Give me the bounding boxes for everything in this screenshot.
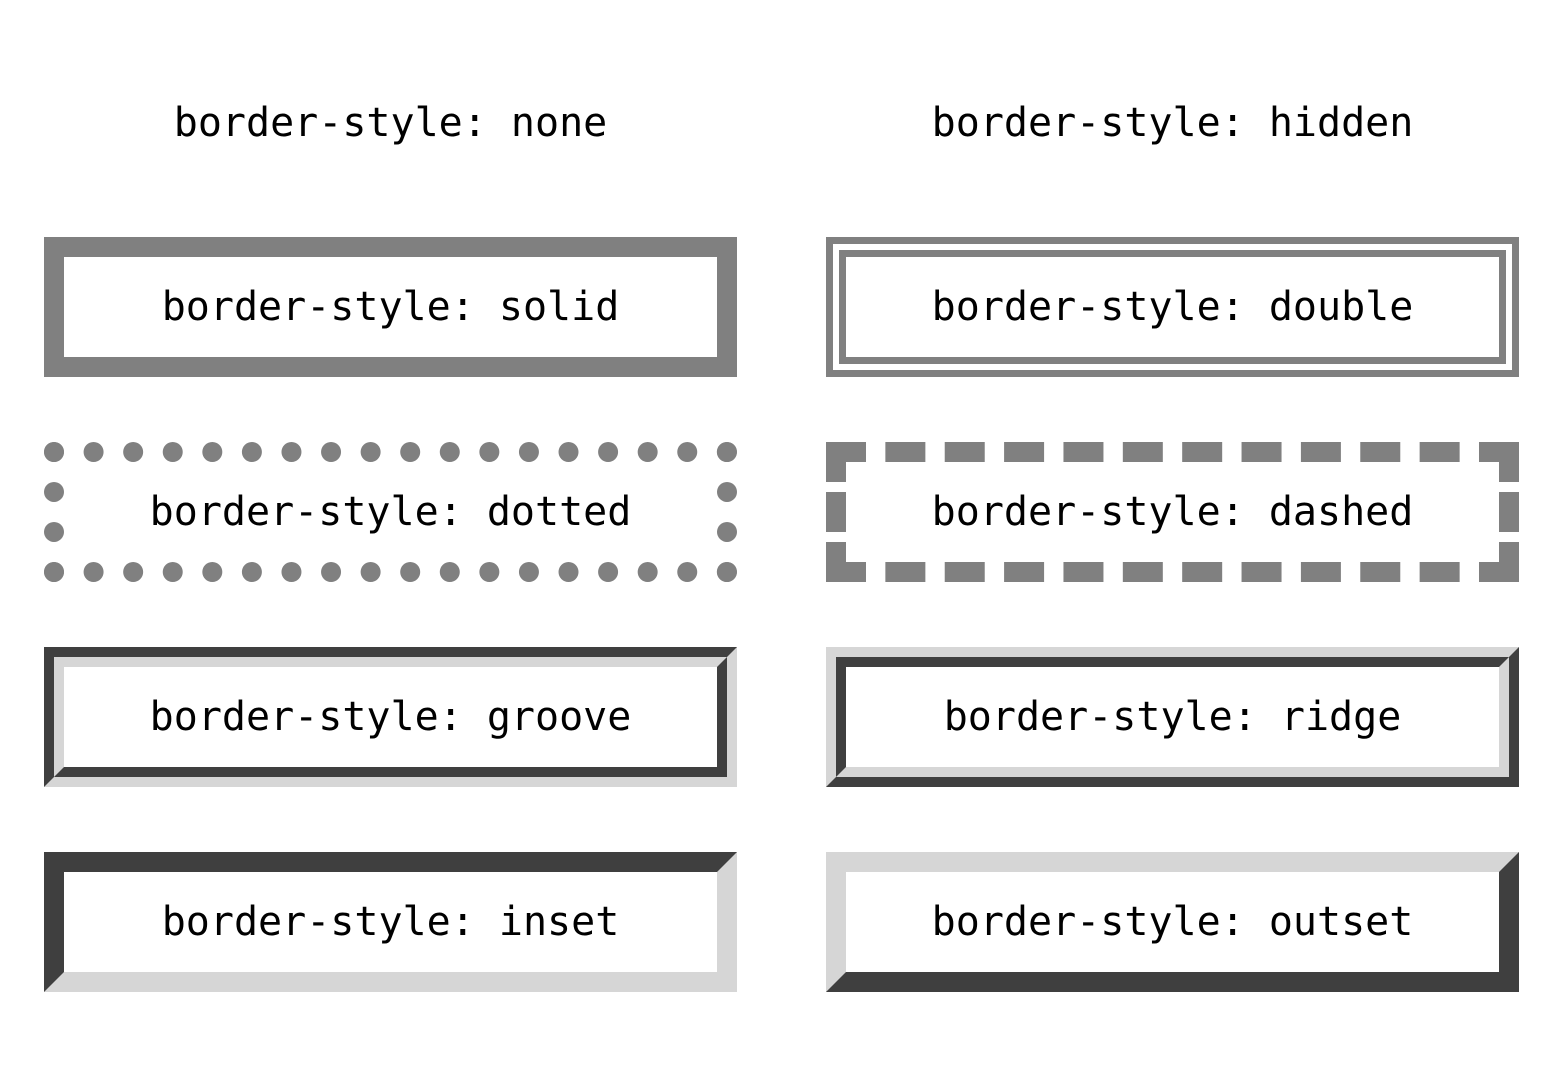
row-groove-ridge: border-style: groove border-style: ridge xyxy=(44,647,1519,787)
demo-box-double: border-style: double xyxy=(826,237,1519,377)
ridge-inner-frame: border-style: ridge xyxy=(836,657,1509,777)
demo-box-none: border-style: none xyxy=(44,73,737,173)
demo-box-dotted: border-style: dotted xyxy=(44,442,737,582)
row-inset-outset: border-style: inset border-style: outset xyxy=(44,852,1519,992)
demo-box-label: border-style: solid xyxy=(161,284,620,330)
demo-box-outset: border-style: outset xyxy=(826,852,1519,992)
groove-inner-frame: border-style: groove xyxy=(54,657,727,777)
row-solid-double: border-style: solid border-style: double xyxy=(44,237,1519,377)
demo-box-label: border-style: none xyxy=(173,100,608,146)
demo-box-ridge: border-style: ridge xyxy=(826,647,1519,787)
demo-box-dashed: border-style: dashed xyxy=(826,442,1519,582)
demo-box-label: border-style: outset xyxy=(931,899,1414,945)
demo-box-label: border-style: double xyxy=(931,284,1414,330)
demo-box-label: border-style: hidden xyxy=(931,100,1414,146)
demo-box-label: border-style: inset xyxy=(161,899,620,945)
demo-box-label: border-style: groove xyxy=(149,694,632,740)
demo-box-label: border-style: dashed xyxy=(931,489,1414,535)
row-dotted-dashed: border-style: dotted border-style: dashe… xyxy=(44,442,1519,582)
demo-box-solid: border-style: solid xyxy=(44,237,737,377)
row-none-hidden: border-style: none border-style: hidden xyxy=(44,73,1519,173)
demo-box-inset: border-style: inset xyxy=(44,852,737,992)
demo-box-label: border-style: dotted xyxy=(149,489,632,535)
demo-box-hidden: border-style: hidden xyxy=(826,73,1519,173)
demo-box-groove: border-style: groove xyxy=(44,647,737,787)
demo-box-label: border-style: ridge xyxy=(943,694,1402,740)
